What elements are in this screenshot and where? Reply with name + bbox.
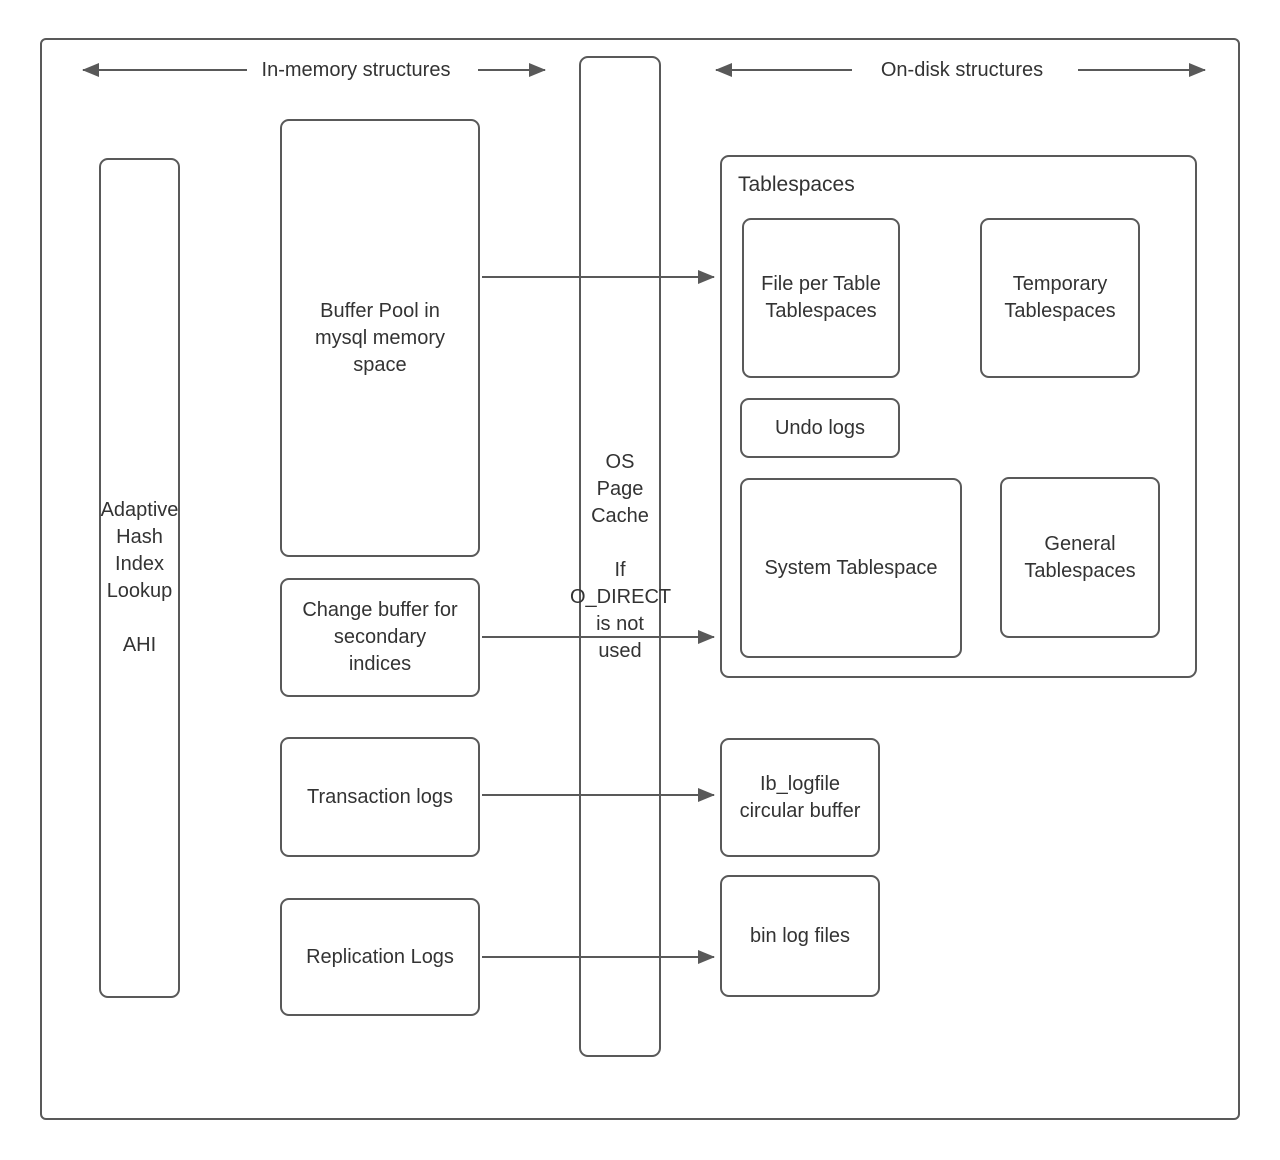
node-bin-log-files: bin log files xyxy=(720,875,880,997)
node-ib-logfile-label: Ib_logfile circular buffer xyxy=(739,772,861,822)
node-transaction-logs: Transaction logs xyxy=(280,737,480,857)
node-change-buffer-label: Change buffer for secondary indices xyxy=(302,599,458,675)
node-temporary-tablespaces-label: Temporary Tablespaces xyxy=(1004,273,1116,322)
header-in-memory-label: In-memory structures xyxy=(261,59,451,81)
node-buffer-pool: Buffer Pool in mysql memory space xyxy=(280,119,480,557)
tablespaces-title: Tablespaces xyxy=(738,173,855,196)
node-transaction-logs-label: Transaction logs xyxy=(307,785,453,808)
node-system-tablespace: System Tablespace xyxy=(740,478,962,658)
node-adaptive-hash-index: Adaptive Hash Index Lookup AHI xyxy=(99,158,180,998)
node-undo-logs: Undo logs xyxy=(740,398,900,458)
node-os-page-cache-label: OS Page Cache If O_DIRECT is not used xyxy=(570,450,672,662)
node-undo-logs-label: Undo logs xyxy=(774,416,866,439)
node-buffer-pool-label: Buffer Pool in mysql memory space xyxy=(314,299,445,376)
node-adaptive-hash-index-label: Adaptive Hash Index Lookup AHI xyxy=(100,499,179,656)
node-os-page-cache: OS Page Cache If O_DIRECT is not used xyxy=(570,56,671,1057)
node-general-tablespaces-label: General Tablespaces xyxy=(1024,532,1136,582)
node-ib-logfile: Ib_logfile circular buffer xyxy=(720,738,880,857)
node-file-per-table-tablespaces: File per Table Tablespaces xyxy=(742,218,900,378)
outer-frame xyxy=(40,38,1240,1120)
node-file-per-table-tablespaces-label: File per Table Tablespaces xyxy=(761,273,881,322)
node-replication-logs-label: Replication Logs xyxy=(306,945,454,968)
header-on-disk-label: On-disk structures xyxy=(880,59,1044,81)
node-replication-logs: Replication Logs xyxy=(280,898,480,1016)
node-system-tablespace-label: System Tablespace xyxy=(764,556,938,579)
node-general-tablespaces: General Tablespaces xyxy=(1000,477,1160,638)
node-bin-log-files-label: bin log files xyxy=(749,924,851,947)
node-change-buffer: Change buffer for secondary indices xyxy=(280,578,480,697)
node-temporary-tablespaces: Temporary Tablespaces xyxy=(980,218,1140,378)
